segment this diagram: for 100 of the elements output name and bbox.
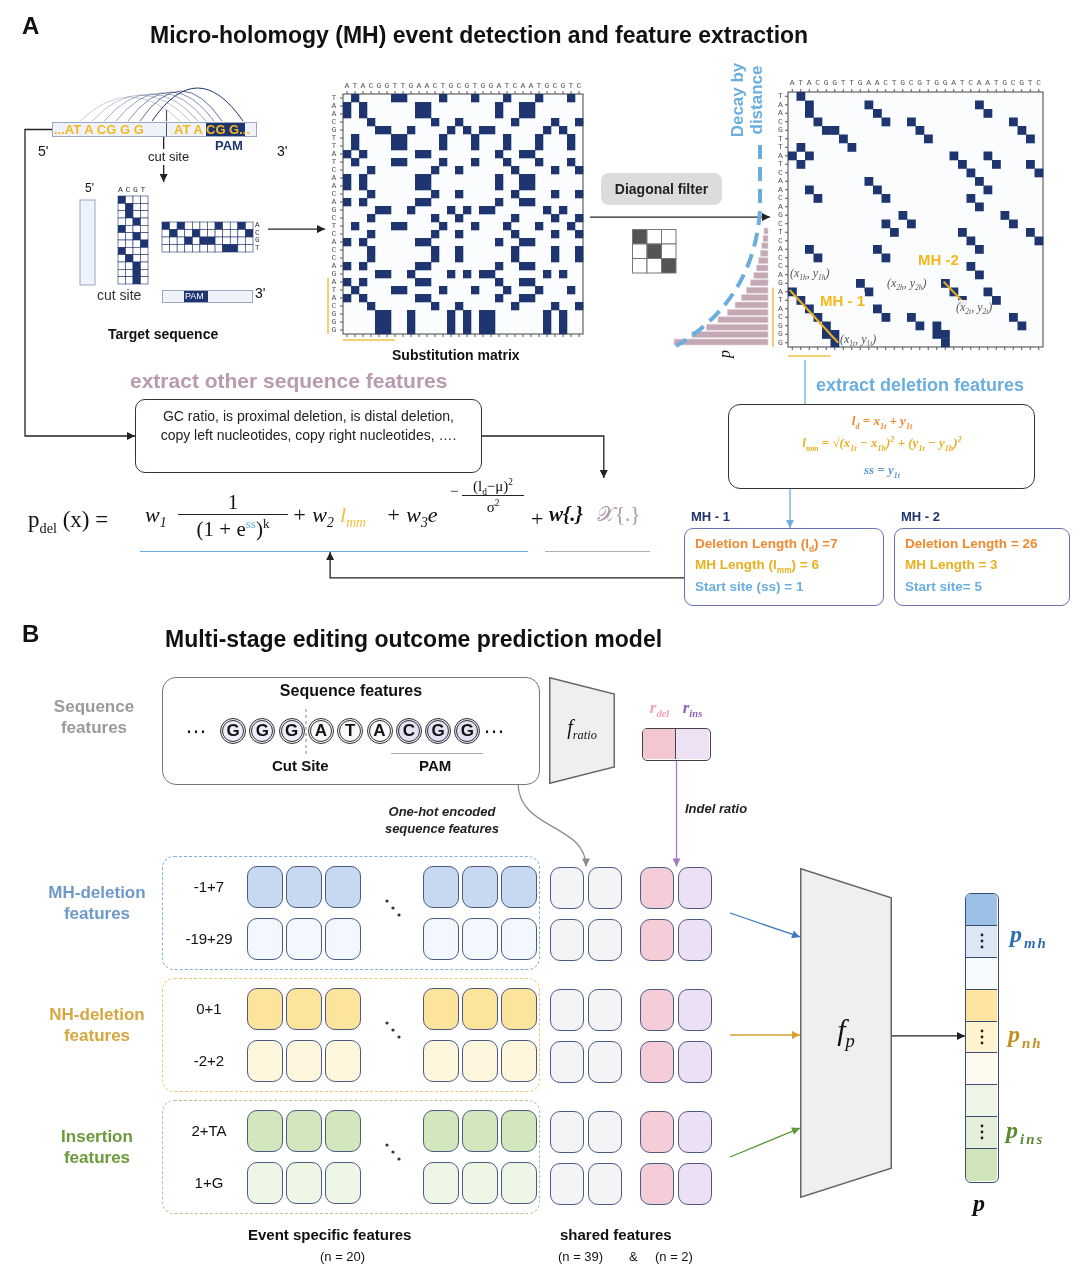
axis-letters: TAACGTTATCAACAGCTCACCAGATACGGG <box>778 92 784 347</box>
arrow <box>672 760 681 868</box>
feature-value: MH Length = 3 <box>905 556 998 573</box>
feature-value: Start site (ss) = 1 <box>695 578 804 595</box>
formula-term <box>140 478 528 552</box>
nucleotide-circle: G <box>454 718 481 744</box>
sequence-bar <box>52 122 257 137</box>
fraction-numerator: (l$_{d}$−μ)$^{2}$ <box>462 478 524 496</box>
arrow <box>517 784 589 868</box>
section-heading: extract other sequence features <box>130 369 448 393</box>
arrow <box>729 1031 801 1039</box>
connector-line <box>804 359 806 405</box>
ellipsis-text: … <box>185 713 207 739</box>
formula-text: 𝒳{.} <box>597 502 641 527</box>
panel-letter: A <box>22 12 40 40</box>
axis-title: p <box>717 350 733 358</box>
count-note: (n = 2) <box>655 1249 693 1265</box>
panel-title: Micro-holomogy (MH) event detection and feature extraction <box>150 21 809 49</box>
formula-text: w{.} <box>549 502 583 527</box>
card-heading: MH - 1 <box>691 509 730 524</box>
figure-caption: Target sequence <box>108 326 219 343</box>
axis-letters: ATACGGTTGAACTGCGTGGATCAATGCGTC <box>789 78 1045 88</box>
row-heading: Insertion features <box>60 1126 134 1168</box>
nucleotide-circle: A <box>307 718 334 744</box>
box-heading: Sequence features <box>279 681 423 700</box>
nucleotide-circle: T <box>337 718 364 744</box>
ellipsis-text: … <box>483 713 505 739</box>
formula-text: + <box>531 505 544 532</box>
feature-value: Deletion Length (l$_{d}$) =7 <box>695 535 838 552</box>
row-heading: MH-deletion features <box>47 882 147 924</box>
probability-symbol: p$_{mh}$ <box>1010 920 1048 948</box>
arrow <box>481 435 608 479</box>
formula-text: l$_{d}$ = x$_{1t}$ + y$_{1t}$ <box>851 412 913 430</box>
nucleotide-circle: G <box>249 718 276 744</box>
axis-letters: TAACGTTATCAACAGCTCACCAGATACGGG <box>331 94 337 334</box>
arrow <box>326 551 685 579</box>
site-label: cut site <box>97 287 142 303</box>
feature-value: Start site= 5 <box>905 578 982 595</box>
pam-text: PAM <box>185 290 204 302</box>
count-note: (n = 20) <box>320 1249 366 1265</box>
strand-end-label: 5' <box>38 143 49 159</box>
coordinate-label: (x$_{2h}$, y$_{2h}$) <box>887 276 927 290</box>
count-note: & <box>629 1249 638 1265</box>
layer-label: f$_{ratio}$ <box>567 715 597 739</box>
pam-label: PAM <box>215 138 243 153</box>
microhomology-label: MH - 1 <box>820 292 865 309</box>
event-label: -2+2 <box>192 1052 226 1070</box>
arrow <box>891 1031 966 1040</box>
sequence-text: ...AT A CG G G <box>54 123 144 136</box>
figure-caption: Substitution matrix <box>392 347 520 364</box>
panel-letter: B <box>22 620 40 648</box>
fraction-numerator: 1 <box>178 490 288 515</box>
arrow <box>786 488 794 529</box>
arrow <box>729 912 801 939</box>
formula-text: − <box>450 483 459 500</box>
panel-title: Multi-stage editing outcome prediction model <box>165 625 663 653</box>
nucleotide-circle: G <box>220 718 246 744</box>
cut-site-label: cut site <box>148 149 190 165</box>
row-heading: Sequence features <box>52 696 136 738</box>
arrow <box>159 164 168 183</box>
column-caption: Event specific features <box>248 1226 412 1244</box>
site-label: PAM <box>419 757 452 775</box>
strand-end-label: 3' <box>255 285 266 301</box>
count-note: (n = 39) <box>558 1249 604 1265</box>
axis-letters: ATACGGTTGAACTGCGTGGATCAATGCGTC <box>344 81 585 91</box>
strand-end-label: 3' <box>277 143 288 159</box>
fraction-denominator: (1 + e$^{ss}$)$^{k}$ <box>195 517 271 541</box>
nucleotide-circle: G <box>425 718 452 744</box>
formula-text: l$_{mm}$ = √(x$_{1t}$ − x$_{1h}$)$^{2}$ + (y$_{1t}$ − y$_{1h}$)$^{2}$ <box>802 434 962 452</box>
column-caption: shared features <box>560 1226 672 1244</box>
arrow <box>729 1127 801 1158</box>
coordinate-label: (x$_{1h}$, y$_{1h}$) <box>790 266 830 280</box>
row-heading: NH-deletion features <box>48 1004 146 1046</box>
event-label: -19+29 <box>184 930 234 948</box>
formula-text: ss = y$_{1t}$ <box>863 461 901 479</box>
probability-symbol: p$_{nh}$ <box>1008 1020 1043 1048</box>
formula-text: + w$_{2}$ <box>292 502 334 527</box>
vector-symbol: p <box>973 1190 985 1216</box>
ratio-symbol: r$_{ins}$ <box>682 698 703 718</box>
filter-step-box: Diagonal filter <box>601 173 722 205</box>
nucleotide-circle: G <box>278 718 305 744</box>
nucleotide-circle: C <box>395 718 422 744</box>
probability-symbol: p$_{ins}$ <box>1006 1116 1045 1144</box>
formula-text: w$_{1}$ <box>145 502 167 527</box>
site-label: Cut Site <box>272 757 329 775</box>
feature-value: Deletion Length = 26 <box>905 535 1038 552</box>
fraction-denominator: σ$^{2}$ <box>485 499 501 516</box>
pam-bar <box>162 290 253 303</box>
card-heading: MH - 2 <box>901 509 940 524</box>
feature-text: GC ratio, is proximal deletion, is distal deletion, copy left nucleotides, copy right nucleotides, …. <box>159 407 458 445</box>
event-label: 1+G <box>193 1174 225 1192</box>
coordinate-label: (x$_{2t}$, y$_{2t}$) <box>956 300 993 314</box>
arrow <box>267 225 326 234</box>
section-heading: extract deletion features <box>816 374 1025 396</box>
feature-value: MH Length (l$_{mm}$) = 6 <box>695 556 819 573</box>
strand-end-label: 5' <box>85 182 94 195</box>
event-label: -1+7 <box>192 878 226 896</box>
ratio-symbol: r$_{del}$ <box>649 698 670 718</box>
axis-title: Decay by distance <box>728 61 767 140</box>
formula-text: + w$_{3}$e <box>386 502 438 527</box>
